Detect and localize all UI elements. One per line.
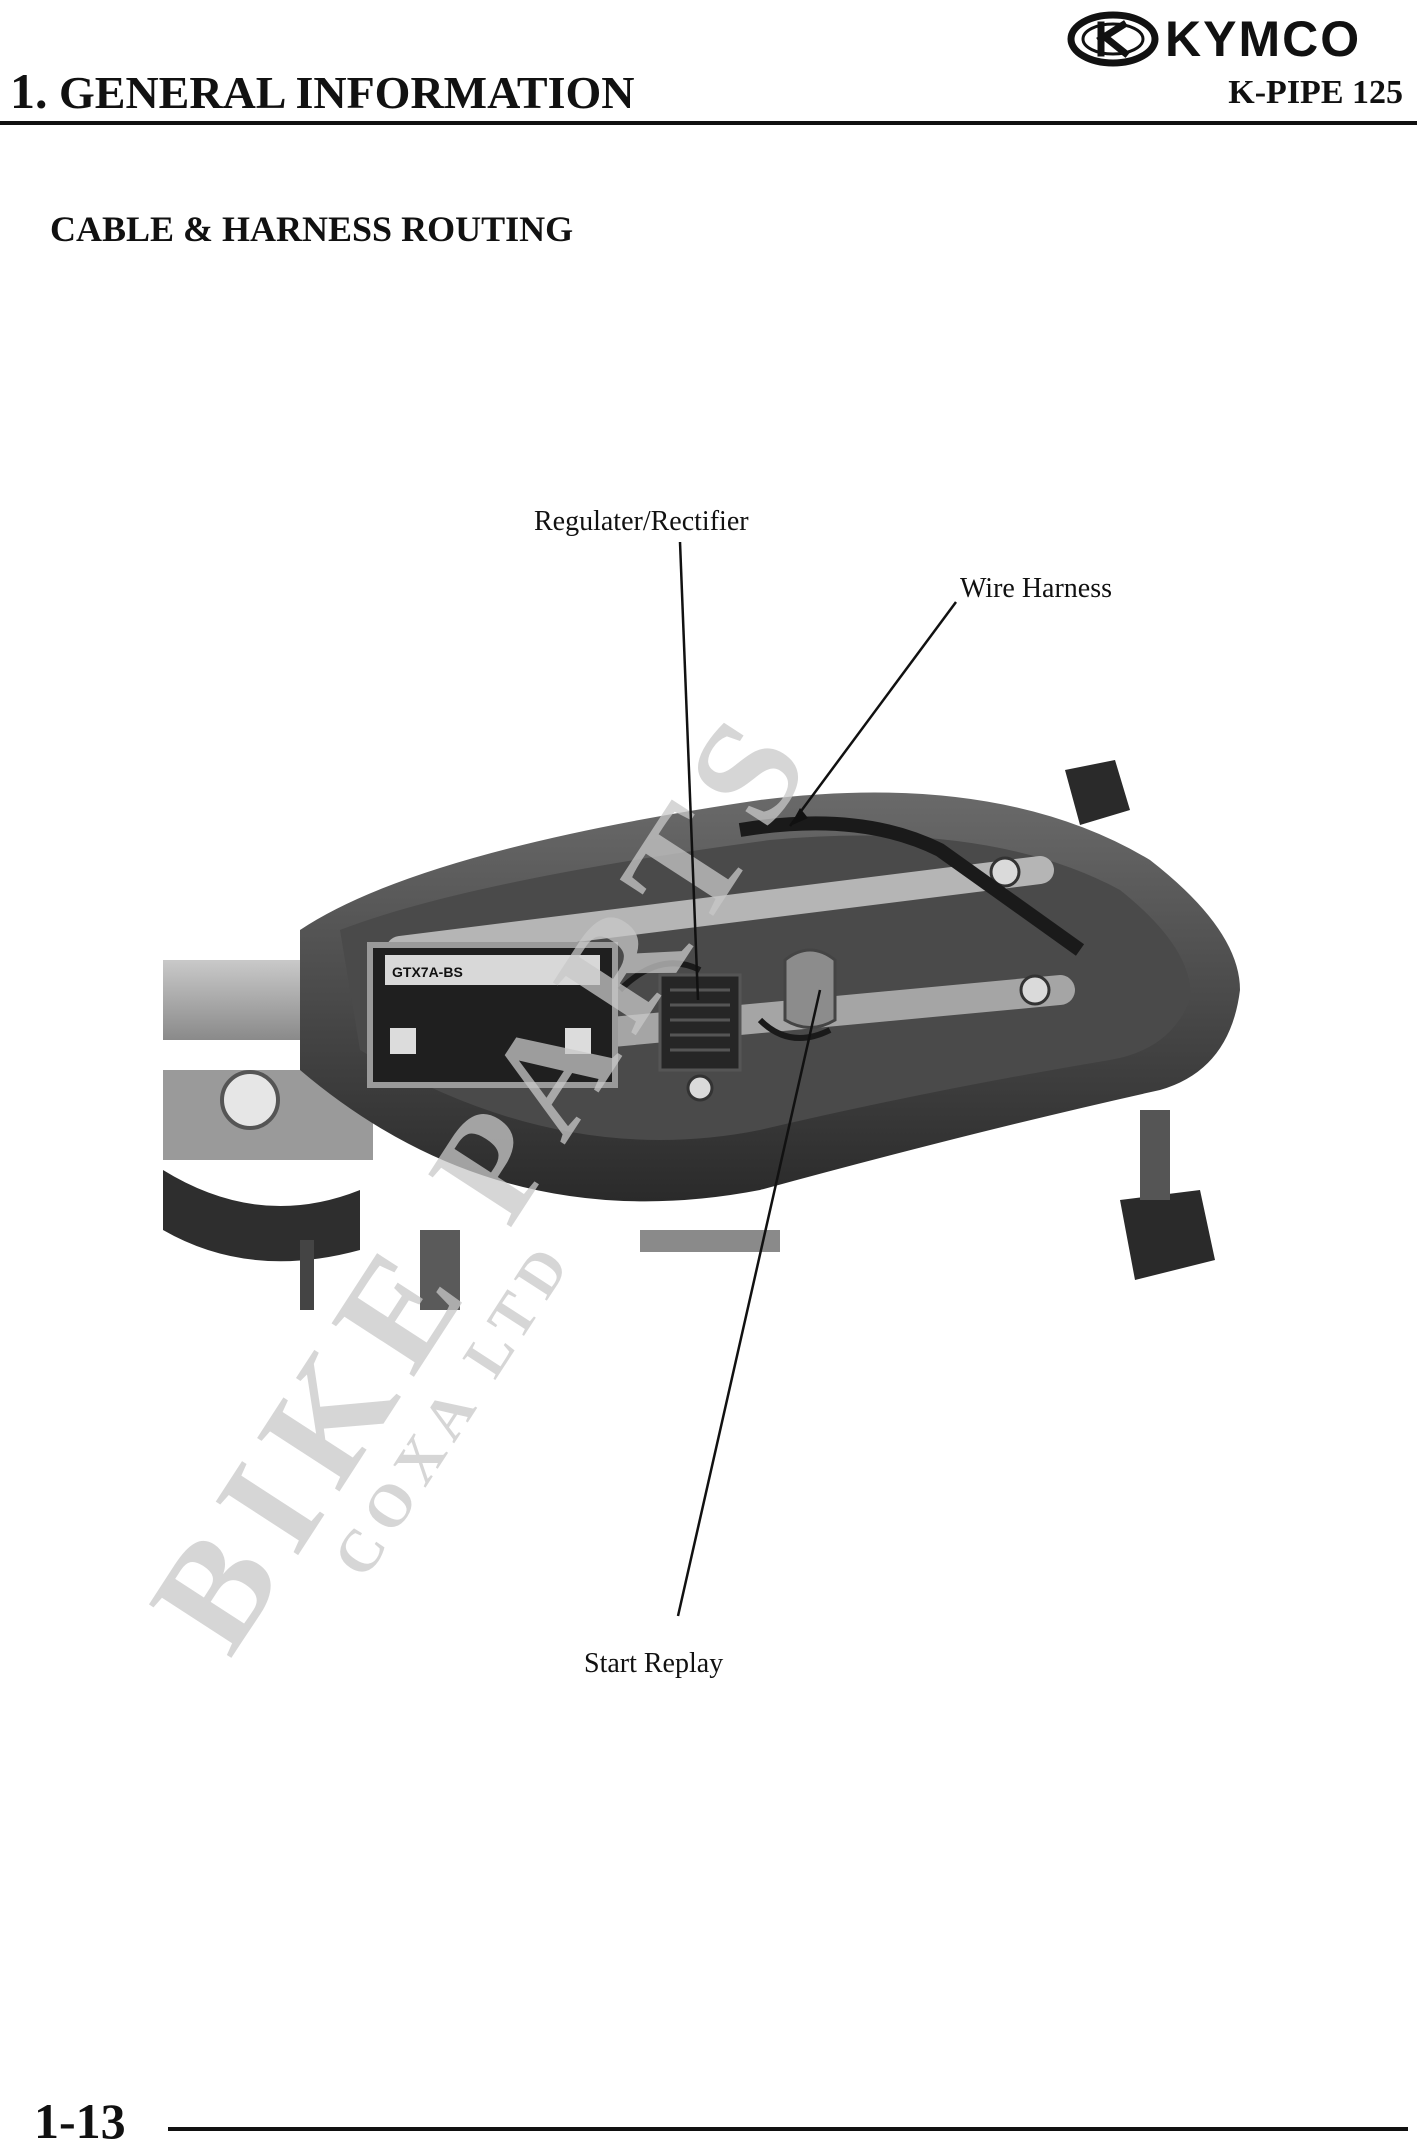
upper-frame-rail	[386, 856, 1054, 964]
callout-wire-harness: Wire Harness	[960, 573, 1113, 604]
header-rule	[0, 121, 1417, 125]
chapter-title: 1. GENERAL INFORMATION	[10, 62, 634, 120]
callout-start-relay: Start Replay	[584, 1648, 724, 1679]
arrowhead-icon	[790, 808, 808, 826]
battery-terminal	[390, 1028, 416, 1054]
model-name: K-PIPE 125	[1228, 74, 1403, 111]
exhaust-pipe	[163, 1170, 360, 1262]
leader-line-regulator	[678, 541, 700, 1001]
chapter-number: 1.	[10, 63, 48, 119]
brand-logotype: KYMCO	[1165, 11, 1361, 67]
callout-regulator-rectifier: Regulater/Rectifier	[534, 506, 749, 537]
spring-mount	[220, 1070, 280, 1130]
regulator-fins	[670, 988, 730, 1052]
rear-left-turn-signal	[1120, 1190, 1215, 1280]
page-number: 1-13	[34, 2093, 126, 2149]
footpeg-bracket	[420, 1230, 460, 1310]
battery-label: GTX7A-BS	[392, 964, 463, 980]
bolt-icon	[989, 856, 1021, 888]
leader-line-start-relay	[676, 989, 822, 1617]
footer-rule	[168, 2127, 1408, 2131]
leader-line-wire-harness	[788, 601, 958, 827]
wire-harness	[738, 816, 1085, 956]
motorcycle-rear-photo: GTX7A-BS BIKE PARTS COXA LTD	[118, 541, 1240, 1678]
rear-right-turn-signal	[1065, 760, 1130, 825]
battery-label-strip	[385, 955, 600, 985]
signal-stalk	[1140, 1110, 1170, 1200]
harness-routing-figure: GTX7A-BS BIKE PARTS COXA LTD	[0, 430, 1417, 1720]
watermark: BIKE PARTS COXA LTD	[118, 675, 850, 1678]
passenger-footpeg	[640, 1230, 780, 1252]
kymco-logo-mark: KYMCO	[1067, 11, 1361, 67]
section-title: CABLE & HARNESS ROUTING	[50, 209, 574, 249]
chapter-title-text: GENERAL INFORMATION	[59, 67, 635, 118]
kymco-logo: KYMCO	[1065, 8, 1410, 70]
kickstand	[300, 1240, 314, 1310]
bolt-icon	[686, 1074, 714, 1102]
start-relay	[783, 948, 837, 1029]
wire-leads	[617, 960, 832, 1041]
bolt-icon	[1019, 974, 1051, 1006]
battery-terminal	[565, 1028, 591, 1054]
